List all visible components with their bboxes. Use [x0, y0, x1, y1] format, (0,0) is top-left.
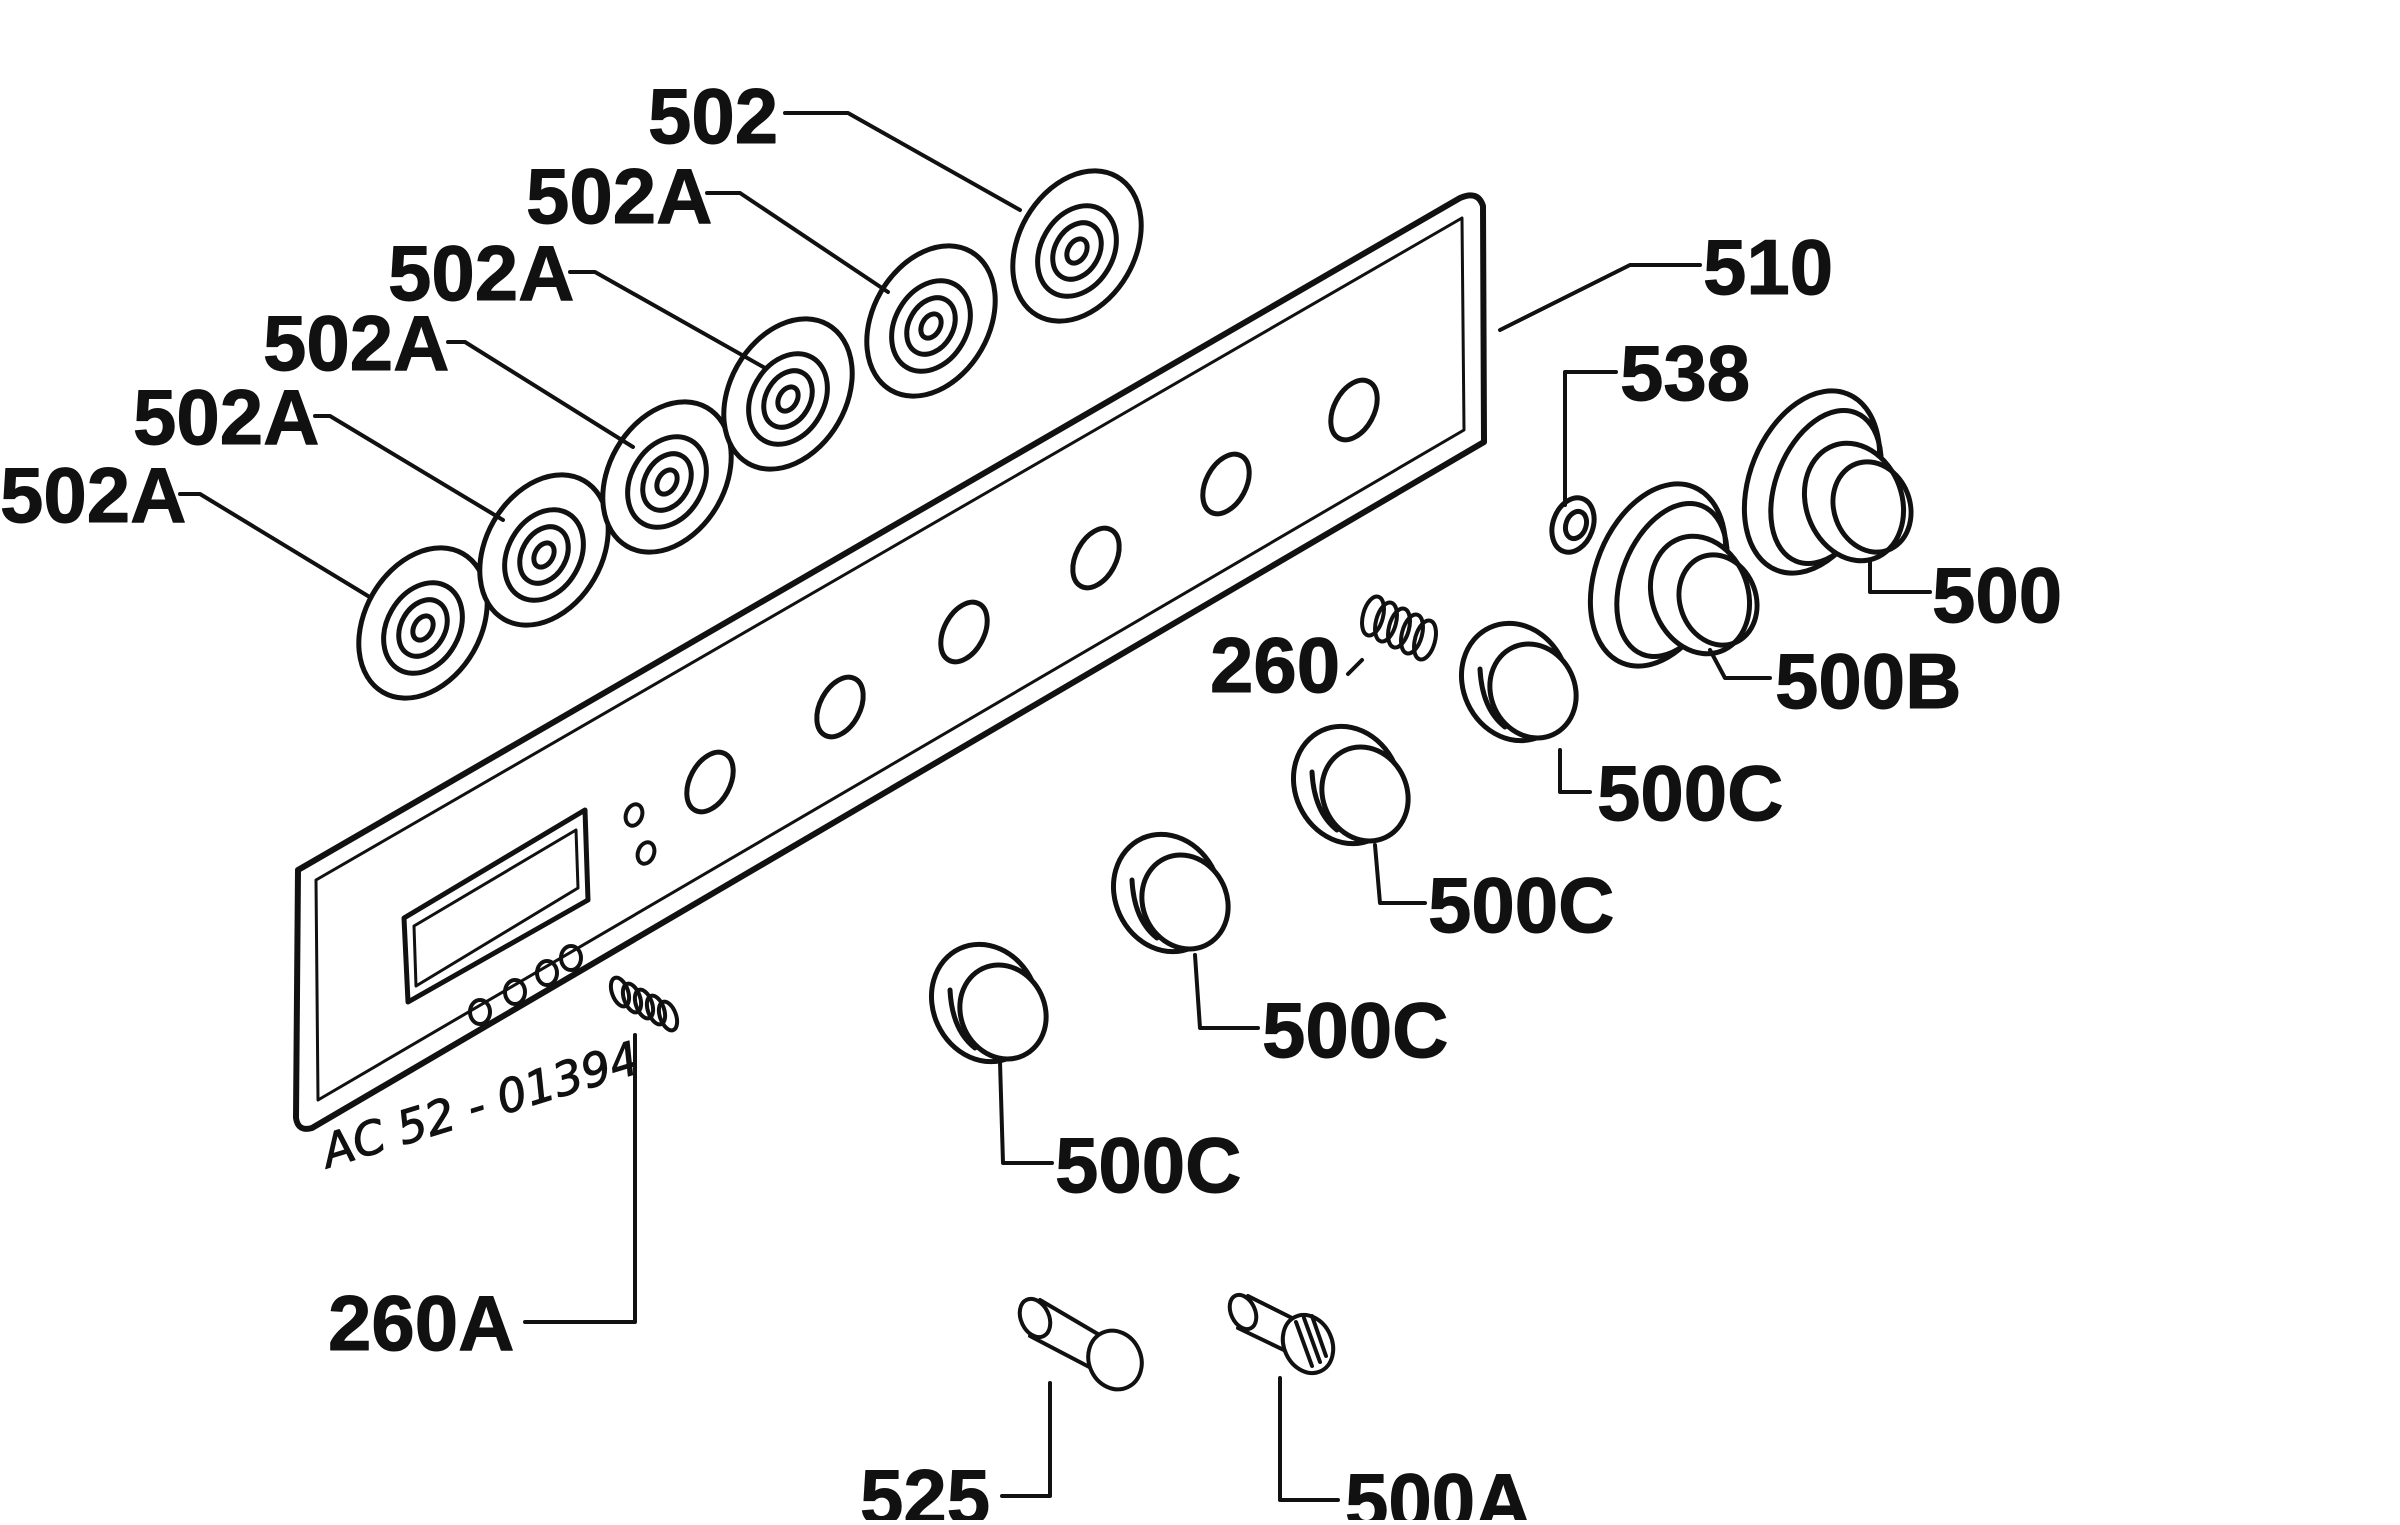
label-502: 502 [648, 72, 778, 160]
label-260a: 260A [328, 1279, 514, 1367]
label-500c-3: 500C [1262, 986, 1448, 1074]
knob-500c-1 [928, 941, 1049, 1065]
disc-502a-4 [721, 316, 855, 472]
knob-discs [356, 168, 1144, 701]
label-525: 525 [860, 1453, 990, 1520]
label-500c-2: 500C [1428, 861, 1614, 949]
label-502a-5: 502A [0, 451, 186, 539]
part-260-spring [1360, 594, 1438, 662]
knob-500c-2 [1110, 831, 1231, 955]
knobs-500c [928, 620, 1579, 1065]
knob-500c-4 [1458, 620, 1579, 744]
label-500a: 500A [1345, 1457, 1531, 1520]
part-labels: 502 502A 502A 502A 502A 502A 510 538 500… [0, 72, 2063, 1525]
label-502a-1: 502A [526, 152, 712, 240]
knob-500b [1587, 481, 1760, 669]
label-500c-4: 500C [1055, 1121, 1241, 1209]
label-500c-1: 500C [1597, 749, 1783, 837]
part-260a-spring [608, 975, 680, 1033]
disc-502 [1010, 168, 1144, 324]
label-510: 510 [1703, 223, 1833, 311]
part-538-ring [1549, 495, 1597, 555]
knob-500c-3 [1290, 723, 1411, 847]
label-500b: 500B [1775, 637, 1961, 725]
label-502a-4: 502A [133, 373, 319, 461]
disc-502a-3 [600, 399, 734, 555]
disc-502a-5 [864, 243, 998, 399]
knob-500 [1741, 388, 1914, 576]
part-525-pin [1017, 1296, 1144, 1392]
disc-502a-1 [356, 545, 490, 701]
control-panel-510 [293, 192, 1487, 1132]
label-502a-3: 502A [263, 299, 449, 387]
label-538: 538 [1620, 329, 1750, 417]
label-260: 260 [1210, 621, 1340, 709]
leader-lines [178, 111, 1932, 1502]
label-500: 500 [1932, 551, 2062, 639]
part-500a-pin [1227, 1292, 1336, 1376]
disc-502a-2 [477, 472, 611, 628]
label-502a-2: 502A [388, 229, 574, 317]
